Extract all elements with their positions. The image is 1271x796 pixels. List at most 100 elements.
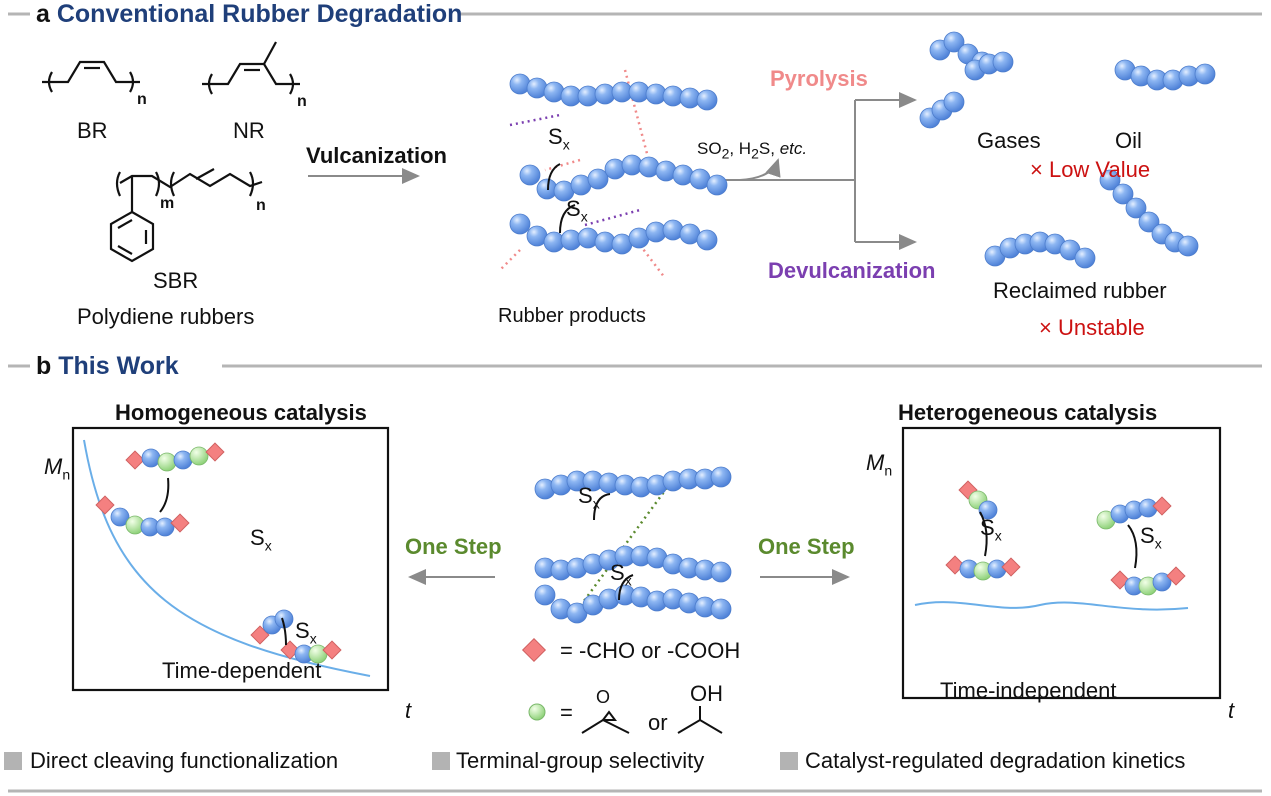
aldehyde-end-marker (205, 442, 225, 462)
bead (534, 584, 556, 606)
devulcanization-label: Devulcanization (768, 258, 936, 283)
bead (992, 51, 1014, 73)
bead-chain (958, 480, 998, 520)
bead-chain (250, 609, 294, 645)
section-a-heading: a Conventional Rubber Degradation (36, 2, 462, 27)
cleavage-lines (499, 69, 682, 621)
arrows (308, 92, 917, 585)
section-letter: a (36, 0, 50, 28)
bead (141, 448, 161, 468)
bead-chain (534, 466, 732, 500)
bead (519, 164, 541, 186)
header-rules (8, 12, 1262, 793)
feature-bullet (780, 752, 798, 770)
aldehyde-end-marker (322, 640, 342, 660)
sulfur-crosslink-label: Sx (610, 560, 632, 589)
bead (509, 213, 531, 235)
bead (1152, 572, 1172, 592)
bead (526, 77, 548, 99)
heterogeneous-x-axis: t (1228, 698, 1235, 723)
homogeneous-x-axis: t (405, 698, 412, 723)
sulfur-crosslink-label: Sx (548, 124, 570, 153)
bead (509, 73, 531, 95)
bead (943, 31, 965, 53)
bead (710, 598, 732, 620)
bead (1112, 183, 1134, 205)
oil-label: Oil (1115, 128, 1142, 153)
reclaimed-rubber-label: Reclaimed rubber (993, 278, 1167, 303)
bead (655, 160, 677, 182)
section-letter: b (36, 352, 52, 380)
one-step-right-label: One Step (758, 534, 855, 559)
subscript-n: n (297, 93, 307, 110)
nr-label: NR (233, 118, 265, 143)
rubber-products-label: Rubber products (498, 305, 646, 327)
aldehyde-end-marker (170, 513, 190, 533)
bead-chain (1096, 496, 1172, 530)
legend-or: or (648, 710, 668, 735)
gases-label: Gases (977, 128, 1041, 153)
bead-chain (509, 213, 718, 255)
aldehyde-end-marker (1152, 496, 1172, 516)
bead-chain (984, 231, 1096, 269)
heterogeneous-title: Heterogeneous catalysis (898, 400, 1158, 425)
bead-chain (519, 154, 728, 202)
feature-1: Direct cleaving functionalization (30, 748, 339, 773)
aldehyde-end-marker (125, 450, 145, 470)
bead (1138, 498, 1158, 518)
polydiene-label: Polydiene rubbers (77, 304, 255, 329)
bead (1099, 169, 1121, 191)
bead (696, 229, 718, 251)
bead (1125, 197, 1147, 219)
bead-chain (280, 640, 342, 664)
bead (696, 89, 718, 111)
bead (638, 156, 660, 178)
bead (577, 227, 599, 249)
aldehyde-end-marker (945, 555, 965, 575)
bead (706, 174, 728, 196)
aldehyde-end-marker (280, 640, 300, 660)
section-title: This Work (58, 352, 179, 380)
subscript-m: m (160, 195, 175, 212)
bead (1194, 63, 1216, 85)
vulcanization-label: Vulcanization (306, 143, 447, 168)
time-independent-label: Time-independent (940, 678, 1117, 703)
bead-chain (1114, 59, 1216, 91)
bead (173, 450, 193, 470)
bead (710, 466, 732, 488)
br-label: BR (77, 118, 108, 143)
bead (604, 158, 626, 180)
bead (1138, 211, 1160, 233)
sulfur-crosslink-label: Sx (566, 196, 588, 225)
feature-bullet (4, 752, 22, 770)
bead-chain (125, 442, 225, 472)
legend-circle-eq: = (560, 700, 573, 725)
one-step-left-label: One Step (405, 534, 502, 559)
bead-chain (95, 495, 190, 537)
bead-chain (534, 584, 732, 624)
bead (1074, 247, 1096, 269)
bead (710, 561, 732, 583)
monomer-structures (42, 41, 300, 263)
bead (587, 168, 609, 190)
homogeneous-y-axis: Mn (44, 454, 71, 483)
bead (943, 91, 965, 113)
legend-diamond-text: = -CHO or -COOH (560, 638, 741, 663)
heterogeneous-y-axis: Mn (866, 450, 893, 479)
pyrolysis-label: Pyrolysis (770, 66, 868, 91)
aldehyde-end-marker (1166, 566, 1186, 586)
epoxide-bead (157, 452, 177, 472)
feature-3: Catalyst-regulated degradation kinetics (805, 748, 1186, 773)
legend-glyphs (521, 637, 723, 734)
low-value-label: × Low Value (1030, 157, 1151, 182)
bead-chain (945, 555, 1021, 581)
time-dependent-label: Time-dependent (162, 658, 322, 683)
subscript-n: n (256, 197, 266, 214)
feature-bullet (432, 752, 450, 770)
bead (672, 164, 694, 186)
legend-epoxide-o: O (596, 687, 611, 707)
sulfur-crosslink-label: Sx (295, 618, 317, 647)
byproducts-label: SO2, H2S, etc. (697, 139, 808, 162)
